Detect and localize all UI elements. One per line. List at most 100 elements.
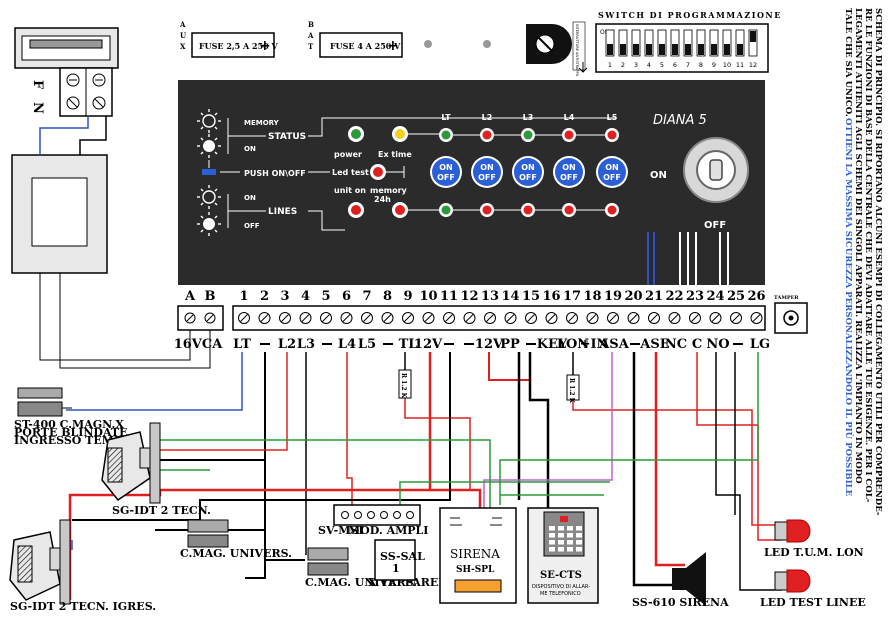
sun-filled-icon-2 [197, 212, 221, 236]
zone-on-off-button [514, 158, 542, 186]
terminal-number: 24 [706, 289, 724, 304]
svg-text:MEMORY: MEMORY [244, 119, 280, 127]
zone-line-led [564, 205, 574, 215]
dip-number: 12 [749, 61, 757, 69]
svg-text:MOD. AMPLI: MOD. AMPLI [348, 524, 428, 537]
terminal-number: 22 [665, 289, 683, 304]
brand-name: DIANA 5 [653, 113, 707, 128]
zone-label: L5 [607, 113, 618, 122]
sun-filled-icon [197, 134, 221, 158]
dip-number: 7 [686, 61, 690, 69]
dip-switch [748, 29, 758, 57]
key-icon [709, 159, 723, 181]
svg-text:PUSH ON\OFF: PUSH ON\OFF [244, 169, 306, 178]
svg-text:SV-MSI: SV-MSI [318, 524, 364, 537]
svg-text:ON: ON [480, 163, 494, 172]
terminal-label: 16VCA [174, 337, 224, 352]
control-panel [178, 80, 765, 285]
fuse-aux: A U X FUSE 2,5 A 250 V + [179, 20, 278, 58]
terminal-label: NO [706, 337, 729, 352]
zone-line-led [482, 205, 492, 215]
dip-number: 8 [699, 61, 703, 69]
zone-status-led [607, 130, 617, 140]
svg-text:INTERRUTTORE ANTISTRAPPO: INTERRUTTORE ANTISTRAPPO [575, 24, 579, 77]
svg-text:24h: 24h [374, 195, 391, 204]
svg-text:LED T.U.M. LON: LED T.U.M. LON [764, 546, 864, 559]
cmag-contact-1: C.MAG. UNIVERS. [180, 519, 292, 560]
terminal-label: LT [233, 337, 251, 352]
terminal-number: 20 [624, 289, 642, 304]
terminal-number: 14 [501, 289, 519, 304]
push-button-icon [202, 169, 216, 175]
svg-text:DISPOSITIVO DI ALLAR-: DISPOSITIVO DI ALLAR- [532, 584, 590, 590]
terminal-label: L2 [278, 337, 296, 352]
svg-text:R 1.2 K: R 1.2 K [568, 378, 575, 404]
svg-text:+: + [259, 38, 271, 54]
terminal-label: KEY [537, 337, 568, 352]
resistor-2: R 1.2 K [566, 374, 580, 404]
svg-text:+: + [387, 38, 399, 54]
terminal-number: 10 [419, 289, 437, 304]
terminal-label: LON [557, 337, 589, 352]
sv-msi-module: SV-MSI MOD. AMPLI [318, 504, 428, 537]
terminal-label: L3 [297, 337, 315, 352]
power-led [351, 129, 361, 139]
svg-text:SE-CTS: SE-CTS [540, 570, 582, 581]
led-tum-lon: LED T.U.M. LON [764, 519, 864, 559]
tamper-label: TAMPER [774, 295, 799, 301]
svg-text:LINES: LINES [268, 207, 297, 217]
svg-text:memory: memory [370, 186, 408, 195]
terminal-letter: A [184, 289, 196, 304]
terminal-number: 4 [301, 289, 310, 304]
fn-n-label: N [30, 102, 45, 114]
svg-text:RE LE FUNZIONI DI BASE DELLA C: RE LE FUNZIONI DI BASE DELLA CENTRALE CH… [863, 8, 873, 503]
panel-legend: MEMORY STATUS ON PUSH ON\OFF ON LINES OF… [197, 109, 616, 236]
dip-switch [631, 29, 641, 57]
dip-switch [605, 29, 615, 57]
dip-number: 2 [621, 61, 625, 69]
dip-number: 11 [736, 61, 744, 69]
svg-text:ON: ON [600, 29, 609, 36]
svg-text:ON: ON [605, 163, 619, 172]
fuse-bat-label: FUSE 4 A 250 V [330, 41, 401, 51]
svg-text:SH-SPL: SH-SPL [456, 565, 495, 575]
dip-number: 5 [660, 61, 664, 69]
dip-number: 9 [712, 61, 716, 69]
zone-on-off-button [473, 158, 501, 186]
terminal-number: 21 [645, 289, 663, 304]
zone-status-led [441, 130, 451, 140]
svg-text:OFF: OFF [478, 173, 496, 182]
svg-text:A: A [307, 31, 314, 40]
svg-text:ON: ON [650, 170, 667, 181]
terminal-number: 12 [460, 289, 478, 304]
dip-switch [696, 29, 706, 57]
svg-text:OFF: OFF [603, 173, 621, 182]
dip-switch [657, 29, 667, 57]
sirena-sh-spl: SIRENA SH-SPL [439, 507, 517, 604]
terminal-label: L5 [358, 337, 376, 352]
svg-text:ON: ON [562, 163, 576, 172]
svg-text:X: X [180, 42, 186, 51]
sun-icon [197, 109, 221, 133]
sun-icon-2 [197, 185, 221, 209]
svg-text:ON: ON [521, 163, 535, 172]
terminal-number: 17 [563, 289, 581, 304]
dip-number: 4 [647, 61, 651, 69]
terminal-number: 1 [239, 289, 248, 304]
dip-number: 3 [634, 61, 638, 69]
svg-text:SG-IDT 2 TECN. IGRES.: SG-IDT 2 TECN. IGRES. [10, 600, 156, 613]
terminal-label: LG [750, 337, 770, 352]
terminal-label: PP [500, 337, 520, 352]
zone-status-led [482, 130, 492, 140]
zone-line-led [523, 205, 533, 215]
terminal-number: 3 [280, 289, 289, 304]
svg-text:T: T [308, 42, 314, 51]
svg-text:SS-SAL: SS-SAL [380, 550, 425, 563]
dip-number: 6 [673, 61, 677, 69]
zone-on-off-button [432, 158, 460, 186]
svg-text:SCHEMA DI PRINCIPIO. SI RIPORT: SCHEMA DI PRINCIPIO. SI RIPORTANO ALCUNI… [873, 8, 883, 516]
svg-text:ME TELEFONICO: ME TELEFONICO [540, 591, 581, 597]
fn-f-label: F [30, 80, 45, 90]
